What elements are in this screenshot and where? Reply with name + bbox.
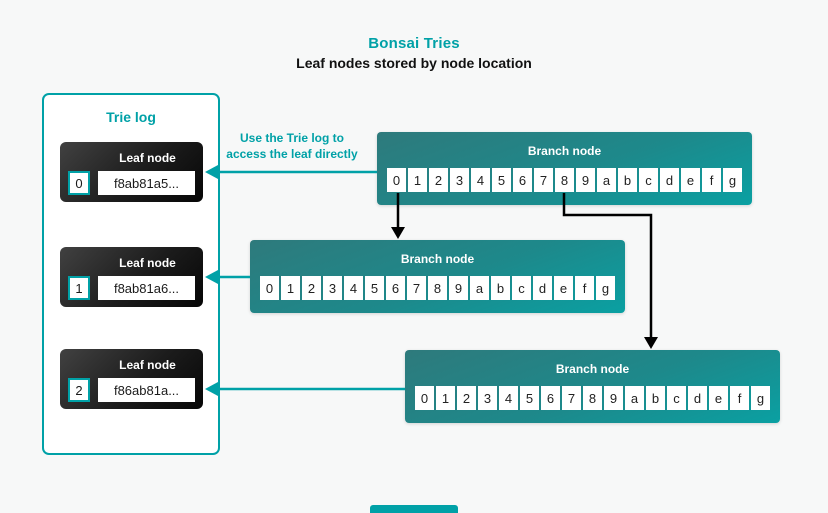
page-title: Bonsai Tries xyxy=(368,35,460,52)
nibble-cell: 2 xyxy=(457,386,476,410)
nibble-cell: 6 xyxy=(513,168,532,192)
nibble-cell: 7 xyxy=(407,276,426,300)
branch-node-label: Branch node xyxy=(527,144,602,158)
leaf-node-label: Leaf node xyxy=(119,358,176,372)
nibble-cell: g xyxy=(723,168,742,192)
header: Bonsai Tries Leaf nodes stored by node l… xyxy=(0,35,828,71)
leaf-node-card-2: Leaf node 2 f86ab81a... xyxy=(60,349,203,409)
annotation-line-1: Use the Trie log to xyxy=(239,131,344,145)
nibble-cell: c xyxy=(667,386,686,410)
leaf-hash-value: f86ab81a... xyxy=(98,378,195,402)
leaf-index-cell: 1 xyxy=(68,276,90,300)
nibble-cell: 8 xyxy=(428,276,447,300)
nibble-cell: c xyxy=(512,276,531,300)
nibble-cell: 0 xyxy=(260,276,279,300)
leaf-hash-value: f8ab81a6... xyxy=(98,276,195,300)
nibble-cell: 5 xyxy=(365,276,384,300)
nibble-cell: c xyxy=(639,168,658,192)
leaf-index-cell: 2 xyxy=(68,378,90,402)
nibble-cell: 9 xyxy=(604,386,623,410)
nibble-cell: 3 xyxy=(450,168,469,192)
branch-node-label: Branch node xyxy=(400,252,475,266)
nibble-cell: d xyxy=(533,276,552,300)
nibble-cell: 0 xyxy=(387,168,406,192)
nibble-cell: g xyxy=(751,386,770,410)
branch-node-label: Branch node xyxy=(555,362,630,376)
nibble-cell: e xyxy=(709,386,728,410)
leaf-index-cell: 0 xyxy=(68,171,90,195)
nibble-cell: 1 xyxy=(408,168,427,192)
leaf-node-card-1: Leaf node 1 f8ab81a6... xyxy=(60,247,203,307)
nibble-cell: 6 xyxy=(386,276,405,300)
nibble-cell: a xyxy=(625,386,644,410)
nibble-cell: 3 xyxy=(323,276,342,300)
nibble-cell: 2 xyxy=(302,276,321,300)
leaf-node-label: Leaf node xyxy=(119,151,176,165)
nibble-cell: 5 xyxy=(492,168,511,192)
annotation-line-2: access the leaf directly xyxy=(226,146,358,161)
leaf-node-row: 1 f8ab81a6... xyxy=(68,276,195,300)
arrowhead-down xyxy=(391,227,405,239)
trie-log-title: Trie log xyxy=(106,109,156,125)
nibble-cell: 9 xyxy=(449,276,468,300)
nibble-cell: 7 xyxy=(534,168,553,192)
nibble-cell: 4 xyxy=(499,386,518,410)
nibble-cell: f xyxy=(702,168,721,192)
nibble-cell: 1 xyxy=(436,386,455,410)
leaf-node-label: Leaf node xyxy=(119,256,176,270)
nibble-cell: 9 xyxy=(576,168,595,192)
nibble-cell: 7 xyxy=(562,386,581,410)
nibble-cell: d xyxy=(688,386,707,410)
nibble-cell: f xyxy=(730,386,749,410)
nibble-cell: 1 xyxy=(281,276,300,300)
arrowhead-down xyxy=(644,337,658,349)
nibble-cell: 4 xyxy=(471,168,490,192)
nibble-cell: 0 xyxy=(415,386,434,410)
nibble-cell: d xyxy=(660,168,679,192)
leaf-node-row: 2 f86ab81a... xyxy=(68,378,195,402)
nibble-cell: e xyxy=(554,276,573,300)
nibble-cell: a xyxy=(597,168,616,192)
page-subtitle: Leaf nodes stored by node location xyxy=(296,55,532,71)
nibble-cell: 8 xyxy=(583,386,602,410)
leaf-node-row: 0 f8ab81a5... xyxy=(68,171,195,195)
nibble-cell: 8 xyxy=(555,168,574,192)
trie-log-panel: Trie log Leaf node 0 f8ab81a5... Leaf no… xyxy=(42,93,220,455)
nibble-cell: b xyxy=(491,276,510,300)
nibble-cell: g xyxy=(596,276,615,300)
annotation-text: Use the Trie log to access the leaf dire… xyxy=(212,131,372,162)
nibble-cell: b xyxy=(618,168,637,192)
nibble-cell: a xyxy=(470,276,489,300)
nibble-cell: e xyxy=(681,168,700,192)
nibble-cell: 4 xyxy=(344,276,363,300)
bottom-accent-bar xyxy=(370,505,458,513)
leaf-node-card-0: Leaf node 0 f8ab81a5... xyxy=(60,142,203,202)
nibble-cell: f xyxy=(575,276,594,300)
leaf-hash-value: f8ab81a5... xyxy=(98,171,195,195)
nibble-cell: 2 xyxy=(429,168,448,192)
nibble-cell: b xyxy=(646,386,665,410)
nibble-cell: 3 xyxy=(478,386,497,410)
nibble-cell: 6 xyxy=(541,386,560,410)
nibble-cell: 5 xyxy=(520,386,539,410)
